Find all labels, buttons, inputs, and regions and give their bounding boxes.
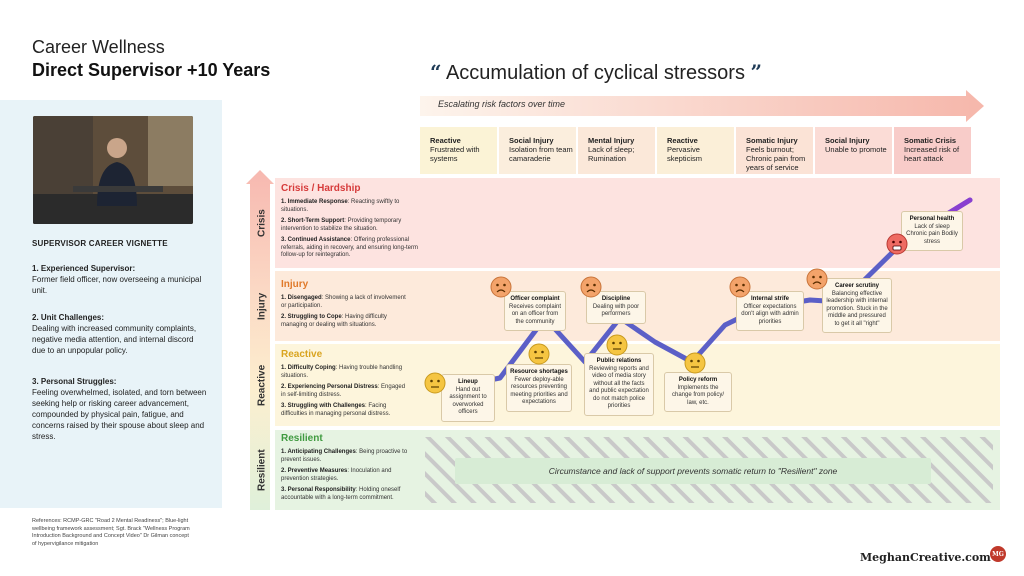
resilient-text-block: Resilient 1. Anticipating Challenges: Be… [281, 433, 421, 506]
band-item: 1. Anticipating Challenges: Being proact… [281, 449, 408, 463]
worried-face-icon [580, 276, 602, 298]
neutral-face-icon [606, 334, 628, 356]
worried-face-icon [729, 276, 751, 298]
vignette-item-heading: 2. Unit Challenges: [32, 313, 105, 322]
band-item: 3. Personal Responsibility: Holding ones… [281, 487, 401, 501]
vignette-item-heading: 3. Personal Struggles: [32, 377, 117, 386]
stage-text: Pervasive skepticism [667, 145, 703, 163]
injury-text-block: Injury 1. Disengaged: Showing a lack of … [281, 279, 411, 333]
vignette-item-text: Former field officer, now overseeing a m… [32, 275, 202, 295]
neutral-face-icon [684, 352, 706, 374]
stage-title: Social Injury [509, 136, 554, 145]
stage-title: Somatic Injury [746, 136, 798, 145]
injury-items: 1. Disengaged: Showing a lack of involve… [281, 295, 411, 329]
band-label-injury: Injury [281, 279, 309, 290]
band-item: 2. Experiencing Personal Distress: Engag… [281, 384, 406, 398]
page-subtitle: Career Wellness [32, 37, 165, 57]
reactive-text-block: Reactive 1. Difficulty Coping: Having tr… [281, 349, 411, 422]
diagram-heading-text: Accumulation of cyclical stressors [445, 62, 745, 84]
stage-text: Feels burnout; Chronic pain from years o… [746, 145, 806, 172]
band-item: 2. Preventive Measures: Inoculation and … [281, 468, 392, 482]
stage-title: Reactive [430, 136, 461, 145]
worried-face-icon [490, 276, 512, 298]
page-title: Direct Supervisor +10 Years [32, 60, 271, 80]
stage-text: Lack of sleep; Rumination [588, 145, 635, 163]
band-label-crisis: Crisis / Hardship [281, 183, 361, 194]
vignette-item-text: Feeling overwhelmed, isolated, and torn … [32, 388, 207, 441]
crisis-text-block: Crisis / Hardship 1. Immediate Response:… [281, 183, 421, 264]
band-item: 2. Struggling to Cope: Having difficulty… [281, 314, 387, 328]
supervisor-photo [33, 116, 193, 224]
diagram-heading: “ Accumulation of cyclical stressors ” [430, 60, 762, 85]
reactive-items: 1. Difficulty Coping: Having trouble han… [281, 365, 411, 418]
neutral-face-icon [424, 372, 446, 394]
stage-text: Unable to promote [825, 145, 887, 154]
crisis-items: 1. Immediate Response: Reacting swiftly … [281, 199, 421, 260]
band-crisis [275, 178, 1000, 268]
vignette-item-2: 2. Unit Challenges: Dealing with increas… [32, 312, 208, 356]
references: References: RCMP-GRC "Road 2 Mental Read… [32, 518, 190, 547]
level-arrow-icon [246, 170, 274, 510]
band-label-reactive: Reactive [281, 349, 323, 360]
stage-title: Reactive [667, 136, 698, 145]
vignette-item-1: 1. Experienced Supervisor: Former field … [32, 263, 208, 296]
brand-logo-icon: MG [990, 546, 1006, 562]
vignette-item-text: Dealing with increased community complai… [32, 324, 197, 355]
band-label-resilient: Resilient [281, 433, 323, 444]
band-item: 3. Struggling with Challenges: Facing di… [281, 403, 391, 417]
band-item: 3. Continued Assistance: Offering profes… [281, 237, 418, 258]
band-item: 1. Immediate Response: Reacting swiftly … [281, 199, 400, 213]
stage-title: Social Injury [825, 136, 870, 145]
stage-title: Mental Injury [588, 136, 635, 145]
quote-close-icon: ” [750, 60, 763, 84]
band-item: 1. Disengaged: Showing a lack of involve… [281, 295, 406, 309]
vignette-item-3: 3. Personal Struggles: Feeling overwhelm… [32, 376, 208, 442]
stage-text: Isolation from team camaraderie [509, 145, 573, 163]
distressed-face-icon [886, 233, 908, 255]
neutral-face-icon [528, 343, 550, 365]
band-item: 1. Difficulty Coping: Having trouble han… [281, 365, 403, 379]
quote-open-icon: “ [430, 60, 442, 84]
resilient-items: 1. Anticipating Challenges: Being proact… [281, 449, 421, 502]
stage-title: Somatic Crisis [904, 136, 957, 145]
vignette-item-heading: 1. Experienced Supervisor: [32, 264, 136, 273]
arrow-label: Escalating risk factors over time [438, 99, 566, 109]
resilient-banner: Circumstance and lack of support prevent… [455, 458, 931, 484]
stage-text: Increased risk of heart attack [904, 145, 960, 163]
brand-link[interactable]: MeghanCreative.com [860, 551, 991, 564]
band-item: 2. Short-Term Support: Providing tempora… [281, 218, 402, 232]
worried-face-icon [806, 268, 828, 290]
escalation-arrow-icon [420, 90, 984, 122]
vignette-title: SUPERVISOR CAREER VIGNETTE [32, 239, 168, 248]
stage-text: Frustrated with systems [430, 145, 480, 163]
